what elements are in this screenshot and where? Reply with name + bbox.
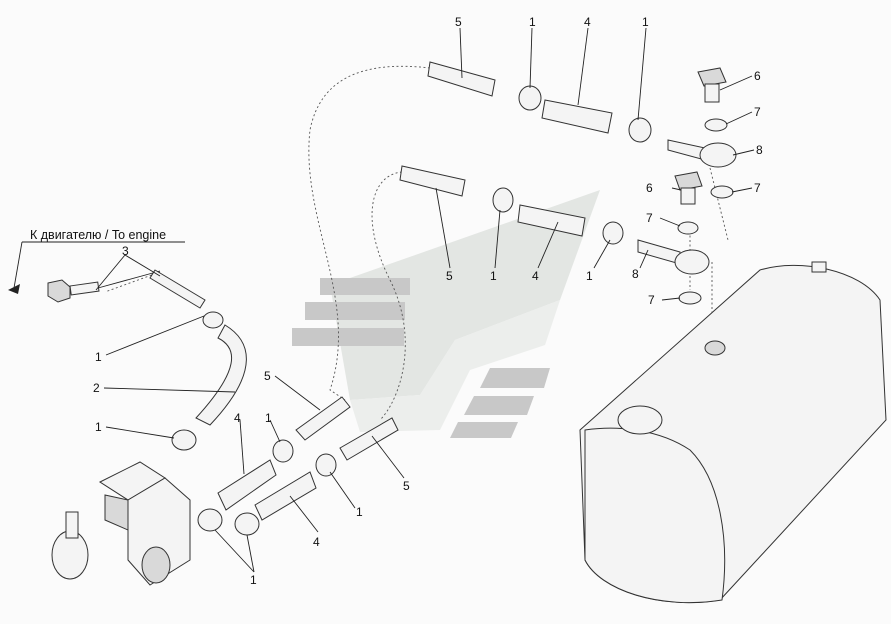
hoses-4 xyxy=(217,99,613,521)
callout-7: 7 xyxy=(754,181,761,195)
callout-4: 4 xyxy=(234,411,241,425)
hose-2 xyxy=(195,324,247,426)
tubes-5 xyxy=(295,61,496,461)
callout-4: 4 xyxy=(584,15,591,29)
routing-lines xyxy=(104,65,729,421)
tube-3 xyxy=(149,269,206,309)
callout-1: 1 xyxy=(250,573,257,587)
callout-2: 2 xyxy=(93,381,100,395)
callout-1: 1 xyxy=(529,15,536,29)
callout-1: 1 xyxy=(642,15,649,29)
fuel-tank xyxy=(579,261,887,604)
caption-to-engine: К двигателю / To engine xyxy=(30,228,166,242)
callout-7: 7 xyxy=(754,105,761,119)
callout-6: 6 xyxy=(754,69,761,83)
callout-4: 4 xyxy=(532,269,539,283)
callout-5: 5 xyxy=(455,15,462,29)
callout-8: 8 xyxy=(756,143,763,157)
callout-7: 7 xyxy=(646,211,653,225)
to-engine-arrow xyxy=(8,241,185,294)
watermark-logo xyxy=(292,190,600,438)
washers-7 xyxy=(677,118,734,305)
callout-1: 1 xyxy=(490,269,497,283)
callout-1: 1 xyxy=(265,411,272,425)
engine-fitting xyxy=(47,270,161,303)
callout-5: 5 xyxy=(403,479,410,493)
callout-1: 1 xyxy=(356,505,363,519)
callout-3: 3 xyxy=(122,244,129,258)
callout-1: 1 xyxy=(95,420,102,434)
callout-4: 4 xyxy=(313,535,320,549)
bolts-6 xyxy=(674,67,727,205)
callout-labels: 5 1 4 1 6 7 8 6 7 7 8 7 5 1 4 1 3 1 2 1 … xyxy=(93,15,763,587)
callout-1: 1 xyxy=(95,350,102,364)
callout-5: 5 xyxy=(264,369,271,383)
leader-lines xyxy=(95,27,755,573)
clamps xyxy=(171,85,652,536)
callout-5: 5 xyxy=(446,269,453,283)
banjo-fittings-8 xyxy=(637,139,737,275)
callout-8: 8 xyxy=(632,267,639,281)
callout-1: 1 xyxy=(586,269,593,283)
callout-7: 7 xyxy=(648,293,655,307)
callout-6: 6 xyxy=(646,181,653,195)
filter-bracket-assembly xyxy=(51,461,191,586)
